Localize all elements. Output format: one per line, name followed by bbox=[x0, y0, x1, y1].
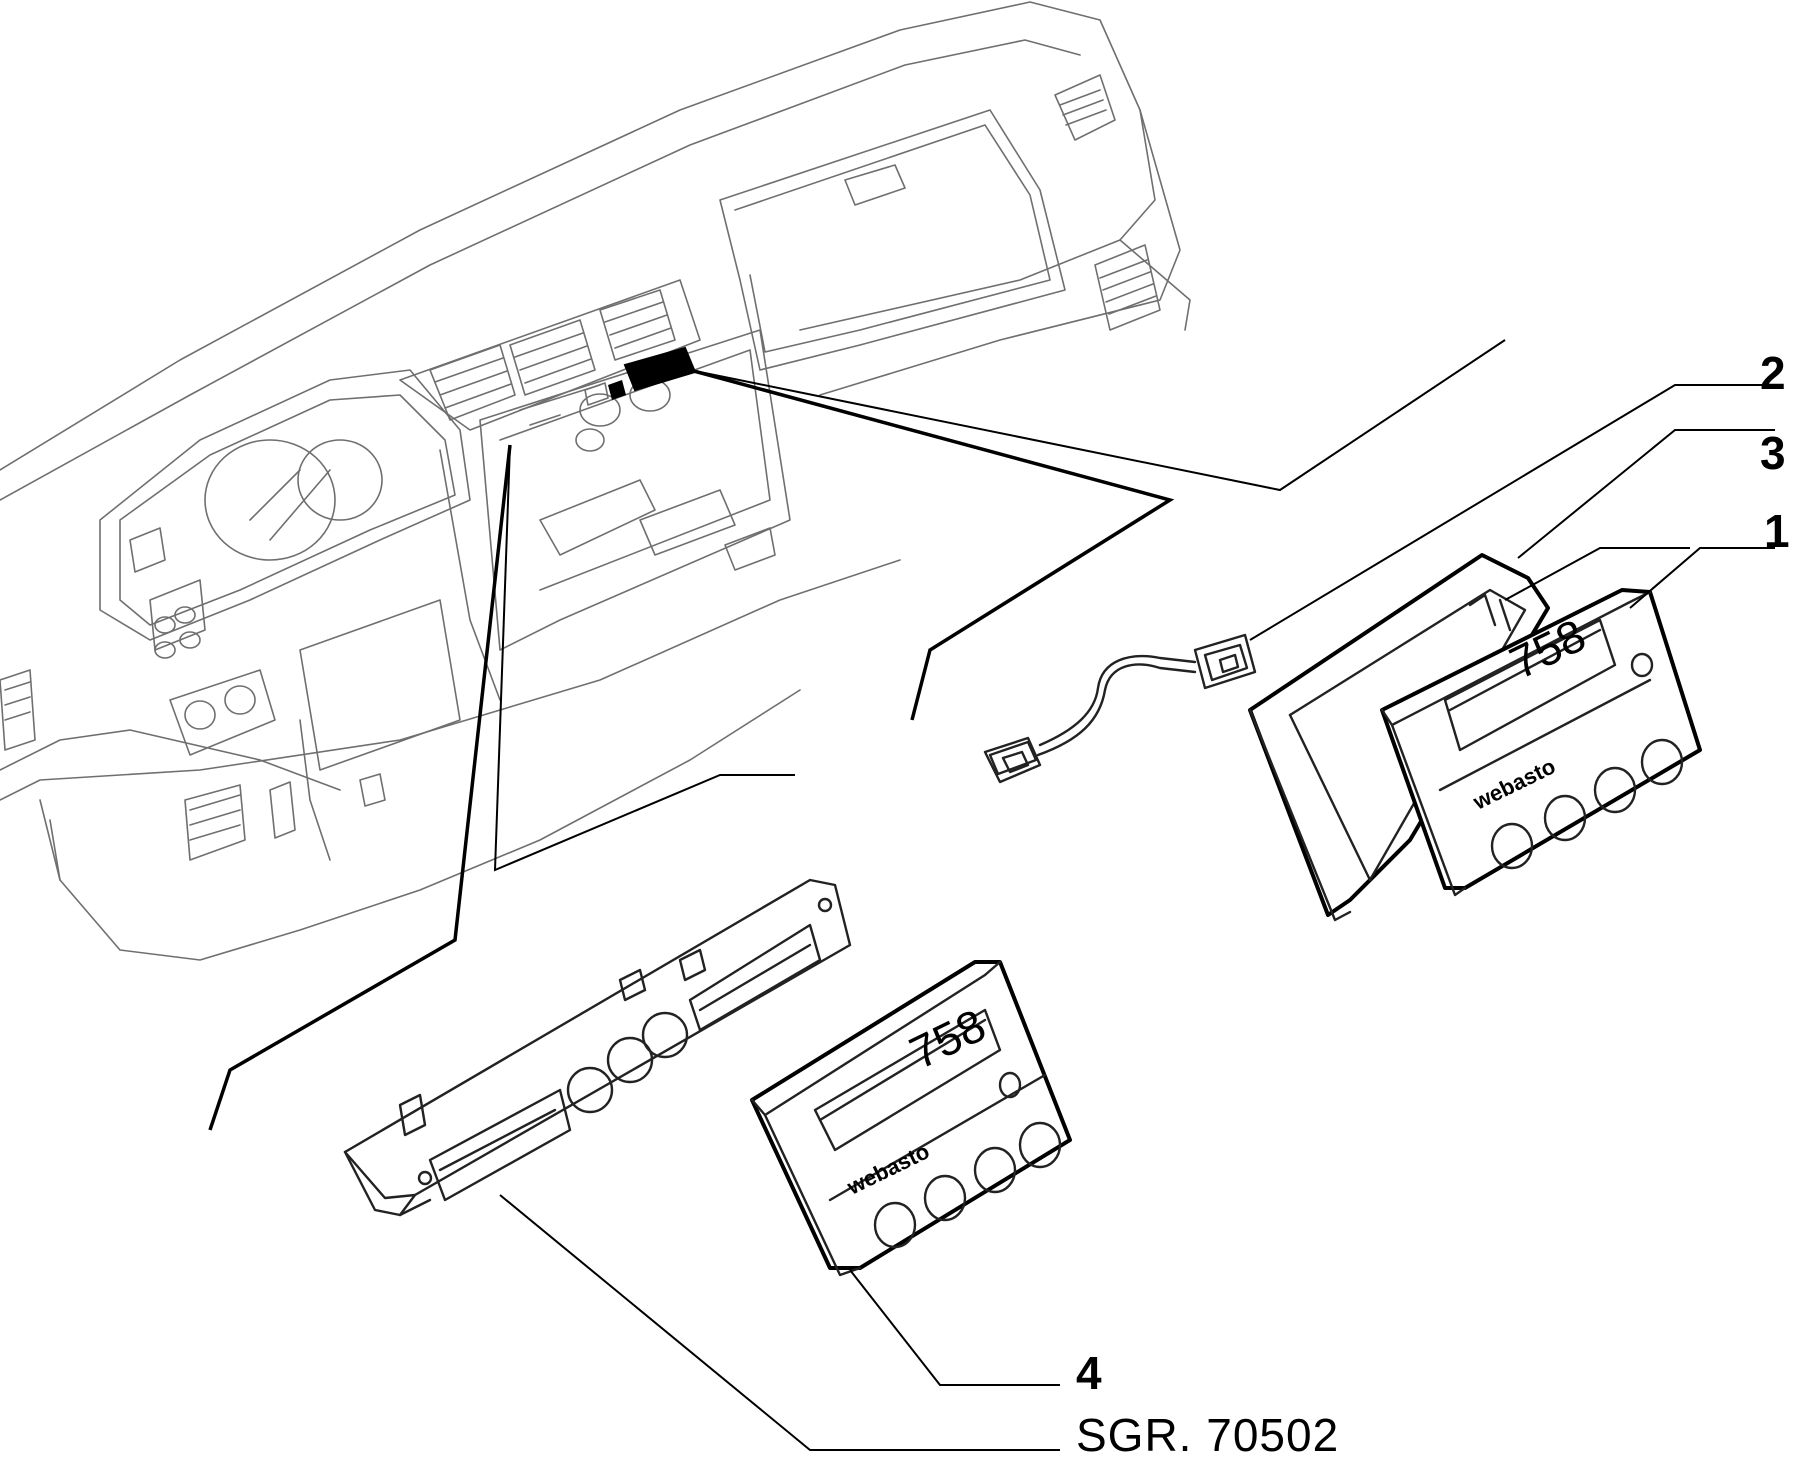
cable-harness bbox=[983, 633, 1257, 784]
control-unit-4: 758 webasto bbox=[750, 960, 1072, 1277]
callout-4-label: 4 bbox=[1076, 1347, 1102, 1399]
dash-mount-location bbox=[584, 346, 697, 406]
projection-lines bbox=[208, 339, 1506, 1131]
callout-leaders bbox=[499, 384, 1775, 1451]
reference-group-label: SGR. 70502 bbox=[1076, 1409, 1340, 1461]
callout-2-label: 2 bbox=[1760, 347, 1786, 399]
callout-1-label: 1 bbox=[1764, 505, 1790, 557]
callout-3-label: 3 bbox=[1760, 427, 1786, 479]
dashboard-drawing bbox=[0, 1, 1191, 961]
console-bracket bbox=[343, 878, 852, 1217]
